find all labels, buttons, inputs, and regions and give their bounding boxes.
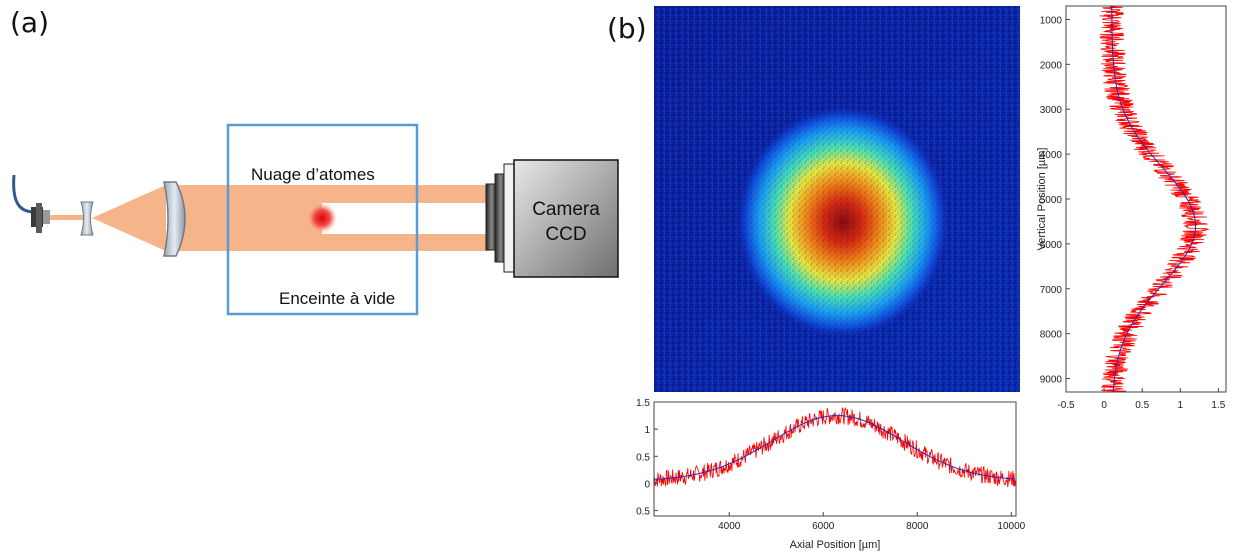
vertical-ytick-label: 7000 (1040, 285, 1063, 296)
absorption-image (654, 6, 1020, 392)
panel-b-label: (b) (607, 12, 647, 45)
atom-cloud (307, 203, 337, 233)
beam-shadow (322, 203, 490, 234)
input-beam (50, 215, 86, 220)
axial-ytick-label: 0.5 (636, 507, 650, 518)
setup-diagram: Nuage d’atomes Enceinte à vide Camera CC… (12, 123, 619, 316)
vertical-ytick-label: 3000 (1040, 105, 1063, 116)
camera-label-line2: CCD (545, 224, 586, 245)
axial-fit-curve (653, 415, 1016, 480)
chamber-label: Enceinte à vide (279, 289, 395, 308)
fiber-connector (31, 203, 50, 233)
vertical-ytick-label: 1000 (1040, 15, 1063, 26)
vertical-ytick-label: 4000 (1040, 150, 1063, 161)
camera-lens-ring-3 (503, 163, 515, 273)
panel-a-label: (a) (10, 6, 50, 39)
vertical-data-line (1099, 5, 1210, 393)
axial-xtick-label: 8000 (906, 521, 929, 532)
axial-ytick-label: 1 (644, 425, 650, 436)
axial-xtick-label: 10000 (997, 521, 1025, 532)
vacuum-chamber (226, 123, 419, 316)
cloud-label: Nuage d’atomes (251, 165, 375, 184)
vertical-axis-title: Vertical Position [µm] (1036, 148, 1048, 251)
axial-ytick-label: 0.5 (636, 452, 650, 463)
vertical-ytick-label: 8000 (1040, 330, 1063, 341)
vertical-ticks: 1000 2000 3000 4000 5000 6000 7000 8000 9000 -0.5… (1040, 15, 1226, 411)
vertical-ytick-label: 2000 (1040, 60, 1063, 71)
axial-ytick-label: 1.5 (636, 398, 650, 409)
axial-ticks: 4000 6000 8000 10000 1.5 1 0.5 0 0.5 (636, 398, 1026, 532)
vertical-profile-plot: 1000 2000 3000 4000 5000 6000 7000 8000 9000 -0.5… (1036, 5, 1227, 411)
vertical-ytick-label: 9000 (1040, 375, 1063, 386)
expanding-beam (92, 185, 166, 251)
axial-axis-title: Axial Position [µm] (790, 539, 881, 551)
axial-xtick-label: 4000 (718, 521, 741, 532)
axial-fit-line (653, 415, 1016, 480)
collimating-lens (163, 181, 186, 257)
ccd-camera (513, 159, 619, 278)
vertical-xtick-label: 0 (1101, 400, 1107, 411)
axial-profile-plot: 4000 6000 8000 10000 1.5 1 0.5 0 0.5 Axial Posit… (636, 398, 1026, 551)
vertical-ytick-label: 5000 (1040, 195, 1063, 206)
vertical-xtick-label: -0.5 (1057, 400, 1075, 411)
vertical-fit-curve (1111, 6, 1196, 393)
vertical-ytick-label: 6000 (1040, 240, 1063, 251)
axial-data-line (653, 407, 1016, 488)
vertical-data-trace (1099, 5, 1210, 393)
axial-ytick-label: 0 (644, 479, 650, 490)
vertical-xtick-label: 1.5 (1211, 400, 1225, 411)
diverging-lens (80, 201, 94, 236)
axial-xtick-label: 6000 (812, 521, 835, 532)
axial-data-trace (653, 407, 1016, 488)
vertical-fit-line (1111, 6, 1196, 393)
camera-label-line1: Camera (532, 199, 600, 220)
vertical-xtick-label: 0.5 (1135, 400, 1149, 411)
vertical-xtick-label: 1 (1178, 400, 1184, 411)
optical-fiber (12, 174, 35, 214)
